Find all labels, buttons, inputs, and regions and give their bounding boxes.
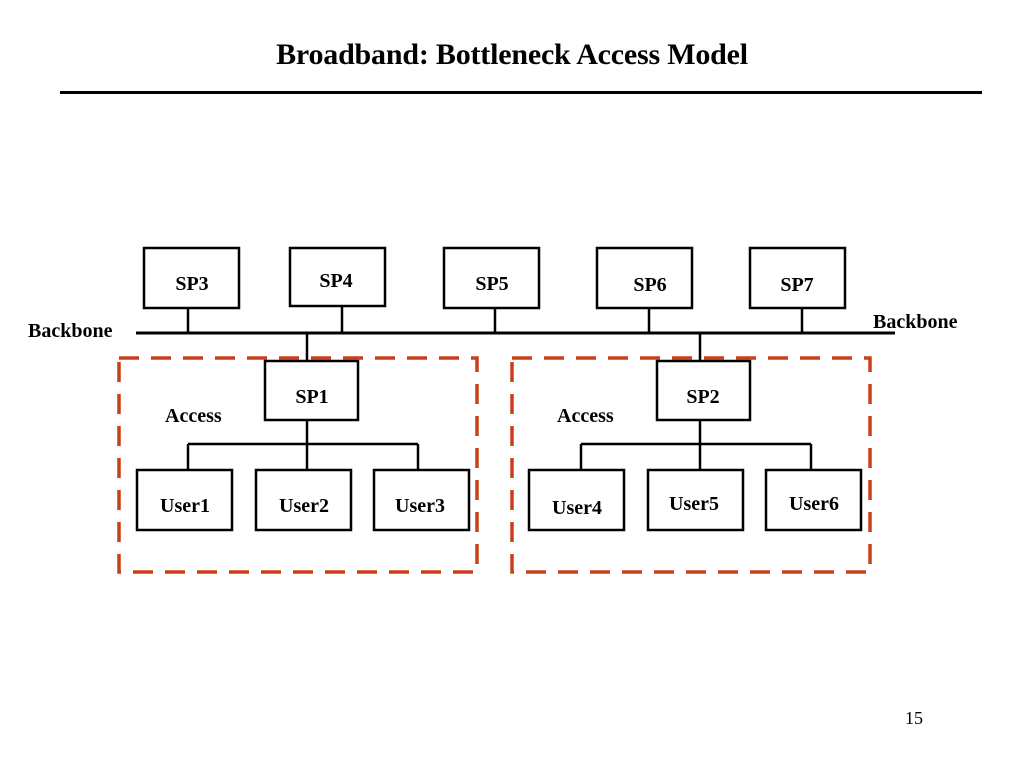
access-region-right (510, 356, 872, 574)
sp6-label: SP6 (633, 274, 666, 296)
sp4-node: SP4 (288, 246, 387, 308)
backbone-label-right: Backbone (873, 311, 958, 333)
sp7-label: SP7 (780, 274, 813, 296)
user3-node: User3 (372, 468, 471, 532)
user3-label: User3 (395, 495, 445, 517)
user2-node: User2 (254, 468, 353, 532)
sp2-label: SP2 (686, 386, 719, 408)
slide-title: Broadband: Bottleneck Access Model (276, 38, 748, 71)
sp4-label: SP4 (319, 270, 352, 292)
sp6-node: SP6 (595, 246, 694, 310)
access-label-right: Access (557, 405, 614, 427)
user5-label: User5 (669, 493, 719, 515)
access-tree-right (579, 420, 813, 470)
access-region-left (117, 356, 479, 574)
sp-backbone-connectors (186, 306, 804, 361)
user4-node: User4 (527, 468, 626, 532)
sp1-node: SP1 (263, 359, 360, 422)
sp5-node: SP5 (442, 246, 541, 310)
user4-label: User4 (552, 497, 602, 519)
access-tree-left (186, 420, 420, 470)
access-label-left: Access (165, 405, 222, 427)
sp7-node: SP7 (748, 246, 847, 310)
sp5-label: SP5 (475, 273, 508, 295)
sp1-label: SP1 (295, 386, 328, 408)
title-divider (60, 91, 982, 94)
user6-label: User6 (789, 493, 839, 515)
user5-node: User5 (646, 468, 745, 532)
backbone-label-left: Backbone (28, 320, 113, 342)
user1-label: User1 (160, 495, 210, 517)
user1-node: User1 (135, 468, 234, 532)
sp3-node: SP3 (142, 246, 241, 310)
page-number: 15 (905, 708, 923, 728)
sp3-label: SP3 (175, 273, 208, 295)
user6-node: User6 (764, 468, 863, 532)
sp2-node: SP2 (655, 359, 752, 422)
user2-label: User2 (279, 495, 329, 517)
